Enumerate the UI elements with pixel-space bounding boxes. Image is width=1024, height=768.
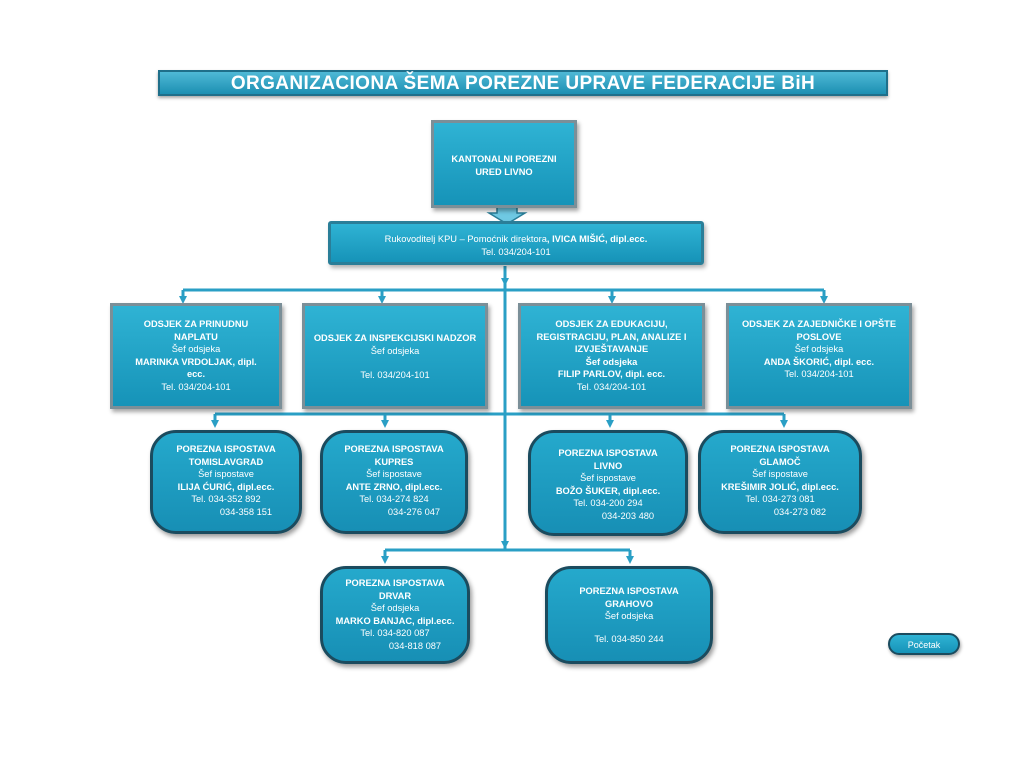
spacer: [305, 357, 485, 369]
office-name: LIVNO: [593, 460, 623, 471]
office-name: POREZNA ISPOSTAVA: [344, 444, 444, 454]
office-grahovo: POREZNA ISPOSTAVA GRAHOVO Šef odsjeka Te…: [545, 566, 713, 664]
box-rukovoditelj: Rukovoditelj KPU – Pomoćnik direktora, I…: [328, 221, 704, 265]
office-tel: 034-203 480: [601, 510, 655, 521]
office-tel: Tel. 034-850 244: [594, 633, 664, 644]
rukovoditelj-title: Rukovoditelj KPU – Pomoćnik direktora: [384, 234, 547, 244]
office-drvar: POREZNA ISPOSTAVA DRVAR Šef odsjeka MARK…: [320, 566, 470, 664]
office-tel: Tel. 034-200 294: [573, 498, 643, 509]
dept-role: Šef odsjeka: [171, 344, 221, 355]
dept-prinudna-naplata: ODSJEK ZA PRINUDNU NAPLATU Šef odsjeka M…: [110, 303, 282, 409]
top-box-line2: URED LIVNO: [475, 166, 533, 177]
office-livno: POREZNA ISPOSTAVA LIVNO Šef ispostave BO…: [528, 430, 688, 536]
dept-name: ODSJEK ZA ZAJEDNIČKE I OPŠTE: [741, 319, 897, 329]
dept-name: ODSJEK ZA INSPEKCIJSKI NADZOR: [313, 333, 477, 343]
office-person: BOŽO ŠUKER, dipl.ecc.: [555, 485, 661, 496]
dept-person: ecc.: [186, 369, 206, 380]
office-name: POREZNA ISPOSTAVA: [558, 448, 658, 458]
office-name: POREZNA ISPOSTAVA: [345, 578, 445, 588]
dept-name: ODSJEK ZA EDUKACIJU,: [555, 319, 668, 329]
office-tel: Tel. 034-352 892: [191, 494, 261, 505]
office-tel: Tel. 034-820 087: [360, 628, 430, 639]
dept-tel: Tel. 034/204-101: [784, 369, 854, 380]
office-name: GLAMOČ: [759, 456, 801, 467]
dept-person: ANDA ŠKORIĆ, dipl. ecc.: [763, 356, 875, 367]
top-box-line1: KANTONALNI POREZNI: [451, 154, 557, 164]
office-name: DRVAR: [378, 590, 412, 601]
dept-name: IZVJEŠTAVANJE: [574, 344, 649, 355]
office-tel: 034-273 082: [773, 506, 827, 517]
start-button[interactable]: Početak: [888, 633, 960, 655]
office-person: MARKO BANJAC, dipl.ecc.: [335, 615, 455, 626]
office-person: ILIJA ĆURIĆ, dipl.ecc.: [177, 481, 275, 492]
rukovoditelj-line1: Rukovoditelj KPU – Pomoćnik direktora, I…: [331, 233, 701, 246]
office-name: TOMISLAVGRAD: [188, 456, 264, 467]
dept-name: NAPLATU: [174, 331, 218, 342]
office-person: KREŠIMIR JOLIĆ, dipl.ecc.: [721, 481, 839, 492]
office-name: KUPRES: [374, 456, 414, 467]
rukovoditelj-name: , IVICA MIŠIĆ, dipl.ecc.: [546, 234, 648, 244]
dept-tel: Tel. 034/204-101: [576, 381, 647, 392]
dept-inspekcijski-nadzor: ODSJEK ZA INSPEKCIJSKI NADZOR Šef odsjek…: [302, 303, 488, 409]
spacer: [548, 623, 710, 633]
office-tel: Tel. 034-273 081: [745, 494, 815, 505]
office-tel: 034-276 047: [387, 506, 441, 517]
office-role: Šef ispostave: [366, 469, 422, 480]
dept-zajednicki-poslovi: ODSJEK ZA ZAJEDNIČKE I OPŠTE POSLOVE Šef…: [726, 303, 912, 409]
office-name: POREZNA ISPOSTAVA: [176, 444, 276, 454]
office-tel: Tel. 034-274 824: [359, 494, 429, 505]
office-role: Šef ispostave: [198, 469, 254, 480]
down-arrow-block: [486, 206, 528, 225]
box-kantonalni-ured: KANTONALNI POREZNI URED LIVNO: [431, 120, 577, 208]
dept-edukacija: ODSJEK ZA EDUKACIJU, REGISTRACIJU, PLAN,…: [518, 303, 705, 409]
office-person: ANTE ZRNO, dipl.ecc.: [345, 481, 443, 492]
office-name: POREZNA ISPOSTAVA: [730, 444, 830, 454]
office-name: POREZNA ISPOSTAVA: [579, 586, 679, 596]
office-role: Šef ispostave: [580, 473, 636, 484]
dept-tel: Tel. 034/204-101: [161, 381, 231, 392]
dept-role: Šef odsjeka: [585, 356, 638, 367]
dept-name: ODSJEK ZA PRINUDNU: [143, 319, 249, 329]
office-name: GRAHOVO: [604, 598, 654, 609]
office-tomislavgrad: POREZNA ISPOSTAVA TOMISLAVGRAD Šef ispos…: [150, 430, 302, 534]
chart-title: ORGANIZACIONA ŠEMA POREZNE UPRAVE FEDERA…: [158, 70, 888, 96]
office-tel: 034-358 151: [219, 506, 273, 517]
dept-role: Šef odsjeka: [794, 344, 844, 355]
office-kupres: POREZNA ISPOSTAVA KUPRES Šef ispostave A…: [320, 430, 468, 534]
dept-name: POSLOVE: [796, 331, 842, 342]
office-tel: 034-818 087: [388, 640, 442, 651]
dept-person: FILIP PARLOV, dipl. ecc.: [557, 369, 666, 380]
dept-person: MARINKA VRDOLJAK, dipl.: [135, 356, 257, 367]
rukovoditelj-tel: Tel. 034/204-101: [481, 246, 551, 257]
office-role: Šef odsjeka: [604, 611, 654, 622]
office-glamoc: POREZNA ISPOSTAVA GLAMOČ Šef ispostave K…: [698, 430, 862, 534]
dept-tel: Tel. 034/204-101: [360, 370, 430, 381]
office-role: Šef odsjeka: [370, 603, 420, 614]
office-role: Šef ispostave: [752, 469, 808, 480]
dept-role: Šef odsjeka: [370, 345, 420, 356]
dept-name: REGISTRACIJU, PLAN, ANALIZE I: [536, 331, 687, 342]
